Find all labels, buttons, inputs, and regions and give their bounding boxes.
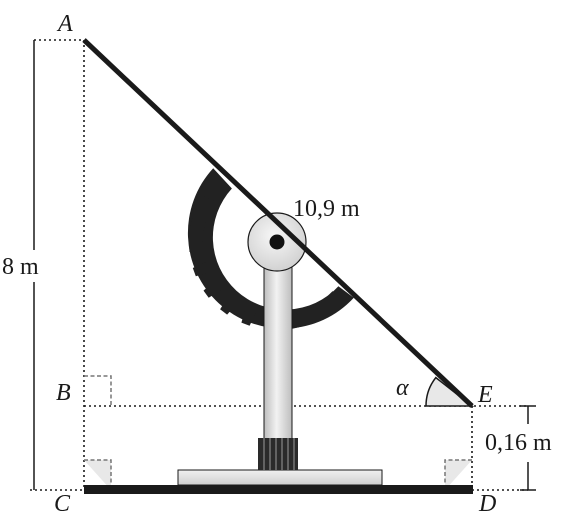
label-point-A: A [56,11,73,37]
ramp-hypotenuse [82,38,474,408]
support-post [263,244,293,441]
label-point-B: B [56,380,71,406]
label-point-E: E [477,382,493,408]
pinion-gear [258,438,298,470]
gear-tooth [212,176,229,194]
gear-tooth [241,309,256,326]
label-point-C: C [54,491,71,511]
gear-tooth [190,218,206,232]
gear-tooth [220,297,237,315]
label-height-length: 8 m [2,254,39,280]
right-angle-marker-C [84,459,112,490]
gear-tooth [197,195,215,211]
right-angle-markers [84,375,472,490]
gear-tooth [203,281,221,298]
base-platform [177,469,383,486]
dimension-gap [520,405,536,491]
gear-tooth [188,241,204,253]
pivot-point [269,234,285,250]
right-angle-marker-D [444,459,472,490]
gear-tooth [324,291,342,308]
angle-alpha-marker [425,376,475,407]
ground-bar [84,485,473,494]
label-gap-length: 0,16 m [485,430,552,456]
label-angle-alpha: α [396,375,409,401]
gear-tooth [192,262,210,277]
label-point-D: D [478,491,496,511]
right-angle-marker-B [84,375,112,406]
gear-tooth [306,304,323,322]
label-hypotenuse-length: 10,9 m [293,196,360,222]
